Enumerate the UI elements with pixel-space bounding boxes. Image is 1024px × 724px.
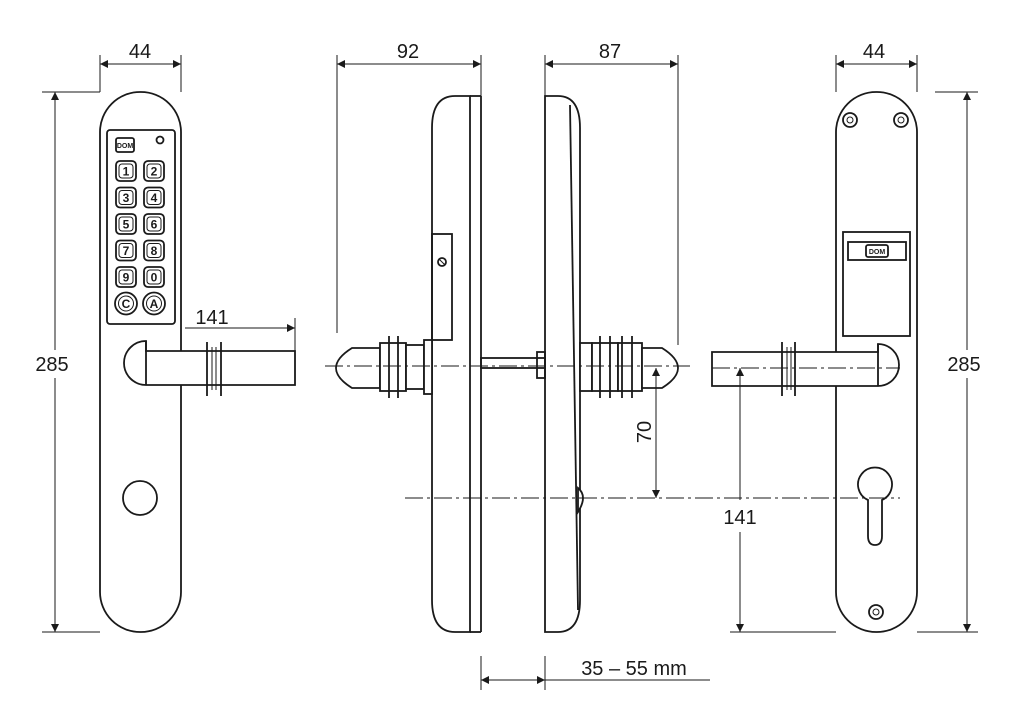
keypad-key-0: 0 — [143, 266, 165, 288]
screw-icon — [868, 604, 884, 620]
side-right-depth-label: 87 — [599, 41, 621, 63]
back-width-dimension: 44 — [835, 41, 918, 92]
keypad-key-8: 8 — [143, 239, 165, 262]
screw-icon — [437, 257, 447, 267]
keypad-key-label: 2 — [151, 165, 158, 179]
keypad-key-label: 4 — [151, 191, 158, 205]
front-height-dimension: 285 — [26, 91, 100, 633]
keypad-key-7: 7 — [115, 239, 137, 262]
back-width-label: 44 — [863, 41, 885, 63]
keypad-key-label: 1 — [123, 165, 130, 179]
side-left-handle — [335, 336, 433, 398]
side-right-handle — [579, 336, 679, 398]
inner-plate-profile — [544, 95, 581, 633]
outer-plate-profile — [431, 95, 471, 633]
keypad-key-5: 5 — [115, 213, 137, 235]
front-width-label: 44 — [129, 41, 151, 63]
side-view: 92 87 70 35 – 55 mm — [325, 41, 900, 690]
keypad-key-c: C — [114, 291, 138, 316]
side-left-depth-dimension: 92 — [336, 41, 482, 333]
keypad-key-4: 4 — [143, 186, 165, 209]
side-right-depth-dimension: 87 — [544, 41, 679, 345]
keypad-key-label: 9 — [123, 271, 130, 285]
keypad-key-label: 0 — [151, 271, 158, 285]
svg-text:DOM: DOM — [117, 143, 134, 150]
front-handle-length-label: 141 — [195, 307, 228, 329]
front-handle-length-dimension: 141 — [185, 307, 296, 351]
back-handle-distance-dimension: 141 — [723, 368, 836, 633]
front-handle — [123, 340, 296, 396]
keypad-key-label: C — [122, 297, 131, 311]
door-thickness-dimension: 35 – 55 mm — [480, 656, 710, 690]
side-handle-offset-dimension: 70 — [634, 368, 660, 498]
keypad-key-label: 7 — [123, 244, 130, 258]
door-thickness-label: 35 – 55 mm — [581, 658, 687, 680]
thumb-turn-icon — [122, 480, 158, 516]
back-view: DOM 44 285 — [711, 41, 988, 633]
front-height-label: 285 — [35, 354, 68, 376]
keypad-key-label: 5 — [123, 218, 130, 232]
keypad-key-label: 3 — [123, 191, 130, 205]
back-height-label: 285 — [947, 354, 980, 376]
side-left-depth-label: 92 — [397, 41, 419, 63]
front-width-dimension: 44 — [99, 41, 182, 92]
front-view: DOM 1 2 3 4 5 6 7 8 9 0C A 44 285 — [26, 41, 296, 633]
screw-icon — [893, 112, 909, 128]
screw-icon — [842, 112, 858, 128]
back-handle-distance-label: 141 — [723, 507, 756, 529]
keypad-key-3: 3 — [115, 186, 137, 209]
keypad-keys: 1 2 3 4 5 6 7 8 9 0C A — [114, 160, 166, 316]
keypad-key-a: A — [142, 291, 166, 316]
keypad-key-2: 2 — [143, 160, 165, 182]
status-led-icon — [155, 135, 165, 145]
svg-text:DOM: DOM — [869, 249, 886, 256]
keypad-key-9: 9 — [115, 266, 137, 288]
logo-badge: DOM — [115, 137, 135, 153]
keypad-key-label: 6 — [151, 218, 158, 232]
back-height-dimension: 285 — [917, 91, 988, 633]
side-handle-offset-label: 70 — [634, 421, 656, 443]
cylinder-hole — [857, 466, 893, 546]
battery-housing — [842, 231, 911, 337]
keypad-key-label: 8 — [151, 244, 158, 258]
back-handle — [711, 342, 900, 396]
back-logo-badge: DOM — [865, 244, 889, 258]
keypad-panel — [106, 129, 176, 325]
keypad-key-6: 6 — [143, 213, 165, 235]
keypad-key-1: 1 — [115, 160, 137, 182]
keypad-key-label: A — [150, 297, 159, 311]
